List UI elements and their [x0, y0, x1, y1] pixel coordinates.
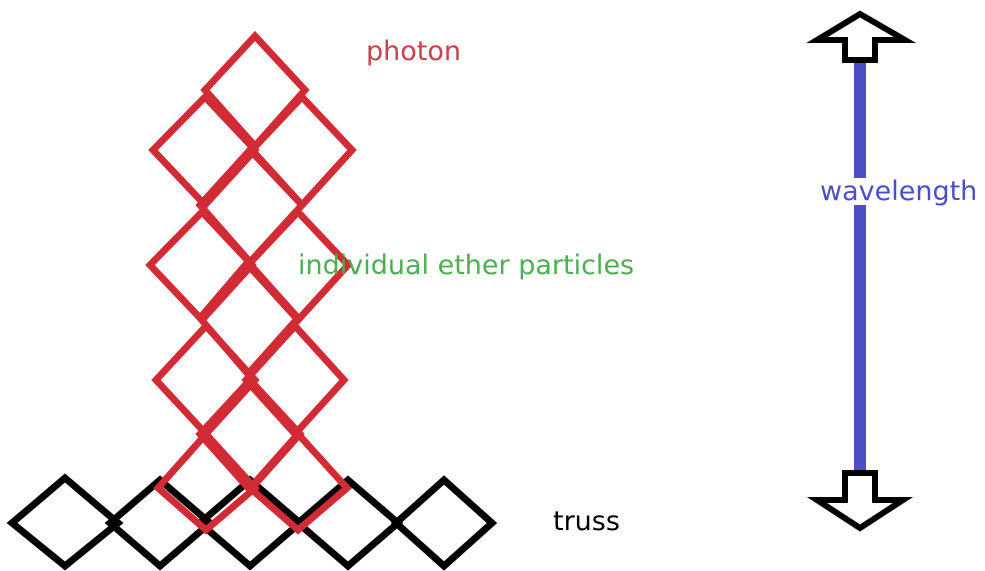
truss-diamond [292, 475, 404, 571]
photon-label: photon [366, 36, 461, 67]
ether-particle [200, 30, 310, 152]
ether-particle [195, 374, 305, 496]
truss-diamond [6, 473, 124, 571]
ether-particle [148, 91, 260, 211]
ether-particle [145, 206, 257, 326]
photon-lattice [145, 30, 357, 535]
ether-particle [241, 320, 349, 440]
ether-particle [195, 144, 307, 268]
ether-particle [151, 320, 260, 440]
wavelength-label: wavelength [818, 176, 980, 207]
ether-particle [245, 428, 353, 535]
wavelength-bar [854, 58, 866, 478]
wavelength-indicator [806, 10, 917, 532]
up-arrow-icon [806, 10, 917, 63]
ether-particles-label: individual ether particles [298, 250, 635, 281]
truss-diamond [390, 475, 498, 571]
down-arrow-icon [806, 470, 914, 532]
ether-particle [247, 91, 357, 211]
truss-diamond [104, 475, 216, 571]
truss [6, 473, 498, 571]
truss-label: truss [553, 506, 620, 537]
ether-particle [153, 428, 261, 535]
truss-diamond [194, 475, 306, 571]
ether-particle [195, 256, 303, 380]
